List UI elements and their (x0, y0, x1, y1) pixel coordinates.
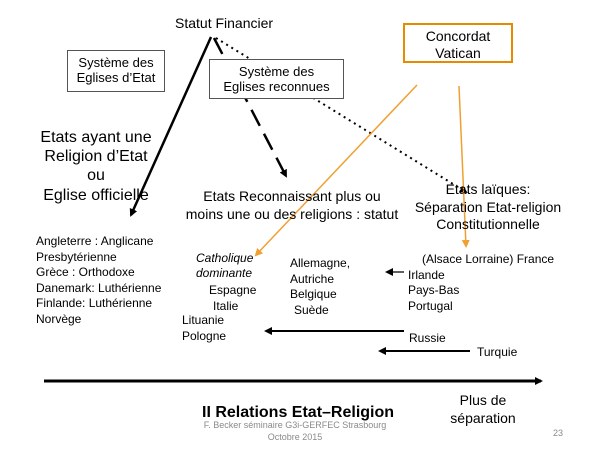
orange-arrow-to-catholique (254, 84, 418, 257)
list-item: Grèce : Orthodoxe (36, 265, 135, 280)
list-item: Presbytérienne (36, 249, 117, 264)
concordat-box-line-1: Concordat (425, 28, 491, 44)
list-item: Italie (213, 298, 239, 313)
list-item: Autriche (290, 271, 335, 286)
state-religion-heading-line-1: Etats ayant une (40, 129, 152, 146)
recognized-heading-line-2: moins une ou des religions : statut (185, 206, 399, 223)
list-item: (Alsace Lorraine) France (422, 252, 555, 266)
list-item: Espagne (209, 283, 257, 297)
state-religion-heading-line-3: ou (87, 167, 105, 185)
list-item: Angleterre : Anglicane (36, 234, 154, 248)
secular-states-heading: Etats laïques: Séparation Etat-religion … (408, 181, 568, 234)
footer-line-1: F. Becker séminaire G3i-GERFEC Strasbour… (203, 420, 387, 430)
footer: F. Becker séminaire G3i-GERFEC Strasbour… (199, 420, 391, 443)
list-item: Pologne (182, 328, 227, 343)
state-religion-heading-line-2: Religion d’Etat (44, 148, 148, 166)
list-item: Pays-Bas (408, 283, 460, 298)
list-item: Danemark: Luthérienne (36, 280, 162, 295)
state-religion-heading: Etats ayant une Religion d’Etat ou Eglis… (30, 128, 162, 205)
list-item: Portugal (408, 298, 453, 313)
list-item: Finlande: Luthérienne (36, 296, 153, 311)
page-number: 23 (553, 428, 564, 438)
list-item: Allemagne, (290, 256, 351, 270)
catholique-label: Catholique dominante (196, 251, 253, 281)
systeme-reconnues-box: Système des Eglises reconnues (209, 59, 344, 99)
systeme-reconnues-line-1: Système des (238, 64, 315, 79)
slide-title: II Relations Etat–Religion (202, 404, 395, 421)
list-item: Belgique (290, 287, 337, 302)
catholique-list: Espagne Italie (209, 283, 256, 314)
state-religion-heading-line-4: Eglise officielle (43, 186, 149, 204)
catholique-label-line-1: Catholique (196, 251, 254, 265)
list-item: Lituanie (182, 313, 225, 327)
catholique-label-line-2: dominante (196, 266, 253, 280)
secular-heading-line-2: Séparation Etat-religion (414, 198, 562, 215)
list-item: Irlande (408, 267, 445, 282)
recognized-states-heading: Etats Reconnaissant plus ou moins une ou… (172, 187, 412, 223)
systeme-etat-box: Système des Eglises d’Etat (67, 50, 165, 92)
systeme-etat-line-2: Eglises d’Etat (76, 70, 156, 86)
secular-heading-line-1: Etats laïques: (445, 181, 531, 197)
turquie-label: Turquie (477, 345, 518, 359)
arrow-to-state-religion (129, 36, 213, 217)
footer-line-2: Octobre 2015 (267, 431, 323, 442)
axis-label-line-2: séparation (450, 409, 516, 426)
systeme-reconnues-line-2: Eglises reconnues (223, 79, 330, 95)
state-religion-list: Angleterre : Anglicane Presbytérienne Gr… (36, 234, 161, 328)
axis-label-line-1: Plus de (459, 392, 507, 408)
systeme-etat-line-1: Système des (78, 55, 154, 70)
concordat-box-line-2: Vatican (435, 44, 481, 61)
recognized-heading-line-1: Etats Reconnaissant plus ou (203, 188, 381, 204)
secular-heading-line-3: Constitutionnelle (436, 216, 540, 232)
russie-label: Russie (409, 331, 446, 345)
orange-arrow-to-secular (458, 85, 470, 248)
axis-label: Plus de séparation (438, 392, 528, 427)
list-item: Suède (294, 302, 329, 317)
statut-financier-label: Statut Financier (175, 15, 274, 31)
secular-list: (Alsace Lorraine) France Irlande Pays-Ba… (408, 252, 554, 314)
list-item: Norvège (36, 311, 82, 326)
germanic-list: Allemagne, Autriche Belgique Suède (290, 256, 350, 318)
other-list: Lituanie Pologne (182, 313, 226, 344)
concordat-vatican-box: Concordat Vatican (403, 23, 513, 63)
